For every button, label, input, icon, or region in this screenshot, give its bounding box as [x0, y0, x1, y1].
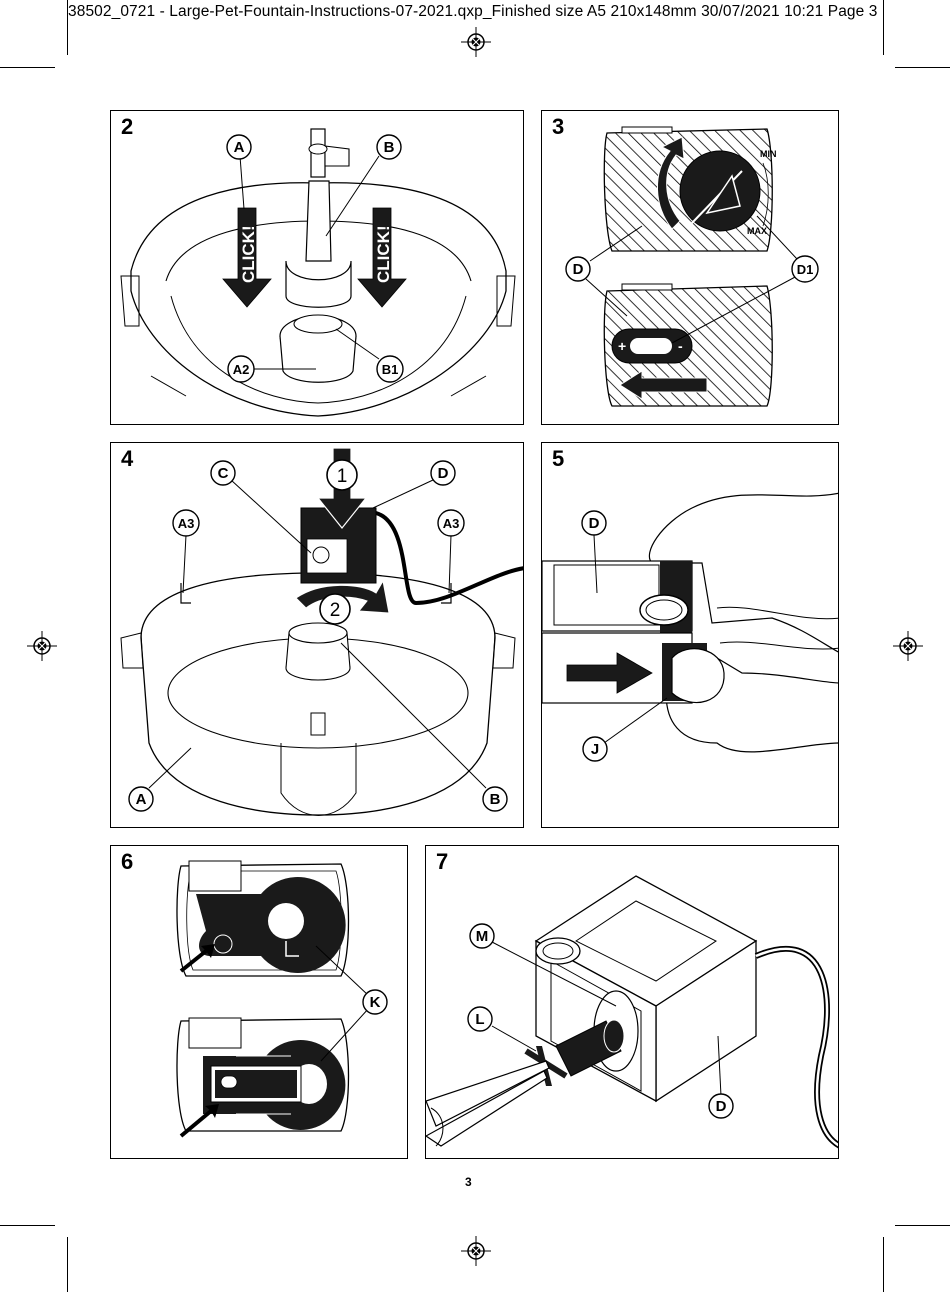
label-b1: B1: [382, 362, 399, 377]
figure-panel-4: 1 2 C D A3 A3 A B 4: [110, 442, 524, 828]
crop-mark-bottom-left-v: [67, 1237, 68, 1292]
impeller-cleaning-illustration: M L D: [426, 846, 839, 1159]
click-text-right: CLICK!: [374, 225, 393, 283]
panel-number: 2: [121, 114, 133, 140]
fountain-bowl-pump-installation-illustration: CLICK! CLICK! A B A2 B1: [111, 111, 524, 425]
crop-mark-top-left-v: [67, 0, 68, 55]
label-a: A: [136, 791, 147, 808]
label-b: B: [490, 791, 501, 808]
label-j: J: [591, 741, 599, 758]
minus-sign: -: [678, 338, 683, 354]
label-d: D: [716, 1098, 727, 1115]
panel-number: 4: [121, 446, 133, 472]
plus-sign: +: [618, 338, 626, 354]
label-a3-left: A3: [178, 516, 195, 531]
crop-mark-bottom-left-h: [0, 1225, 55, 1226]
figure-panel-7: M L D 7: [425, 845, 839, 1159]
label-d: D: [589, 515, 600, 532]
panel-number: 6: [121, 849, 133, 875]
max-text: MAX: [747, 226, 767, 236]
registration-mark-icon: [461, 27, 491, 57]
panel-number: 5: [552, 446, 564, 472]
impeller-removal-illustration: K: [111, 846, 408, 1159]
click-text-left: CLICK!: [239, 225, 258, 283]
pump-flow-adjustment-illustration: MIN MAX + - D D1: [542, 111, 839, 425]
page-number: 3: [465, 1175, 472, 1189]
figure-panel-6: K 6: [110, 845, 408, 1159]
crop-mark-top-right-v: [883, 0, 884, 55]
label-d: D: [438, 465, 449, 482]
label-c: C: [218, 465, 229, 482]
label-m: M: [476, 928, 489, 945]
crop-mark-bottom-right-v: [883, 1237, 884, 1292]
min-text: MIN: [760, 149, 777, 159]
label-a3-right: A3: [443, 516, 460, 531]
label-k: K: [370, 994, 381, 1011]
panel-number: 3: [552, 114, 564, 140]
file-slug-line: 38502_0721 - Large-Pet-Fountain-Instruct…: [68, 3, 878, 21]
figure-panel-3: MIN MAX + - D D1 3: [541, 110, 839, 425]
pump-mount-into-bowl-illustration: 1 2 C D A3 A3 A B: [111, 443, 524, 828]
crop-mark-bottom-right-h: [895, 1225, 950, 1226]
panel-number: 7: [436, 849, 448, 875]
step-1-label: 1: [337, 466, 348, 487]
crop-mark-top-left-h: [0, 67, 55, 68]
label-b: B: [384, 139, 395, 156]
figure-panel-5: D J 5: [541, 442, 839, 828]
pump-cover-slide-illustration: D J: [542, 443, 839, 828]
label-a: A: [234, 139, 245, 156]
registration-mark-icon: [461, 1236, 491, 1266]
crop-mark-top-right-h: [895, 67, 950, 68]
step-2-label: 2: [330, 600, 341, 621]
label-a2: A2: [233, 362, 250, 377]
figure-panel-2: CLICK! CLICK! A B A2 B1 2: [110, 110, 524, 425]
registration-mark-icon: [27, 631, 57, 661]
label-d: D: [573, 261, 584, 278]
label-l: L: [475, 1011, 484, 1028]
label-d1: D1: [797, 262, 814, 277]
registration-mark-icon: [893, 631, 923, 661]
